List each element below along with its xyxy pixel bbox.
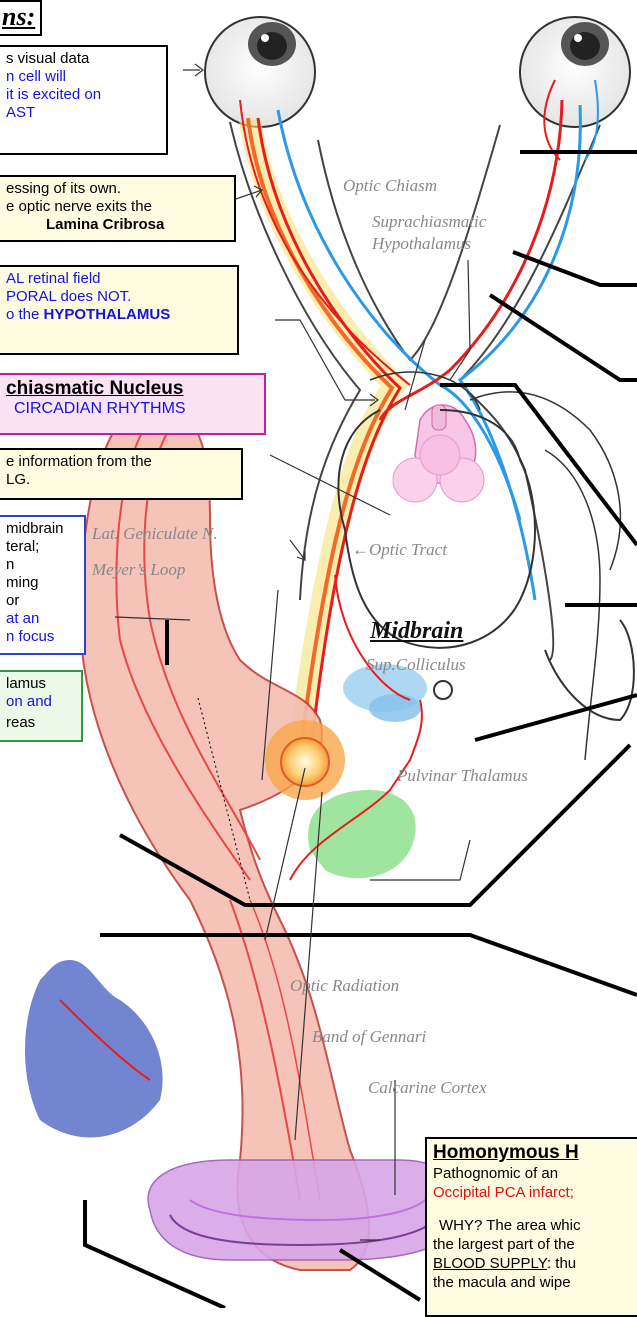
box1-line1: s visual data — [6, 50, 160, 68]
box6-line7: n focus — [6, 628, 78, 646]
label-sup-colliculus: Sup.Colliculus — [366, 655, 466, 675]
label-optic-chiasm: Optic Chiasm — [343, 176, 437, 196]
hh-line2: Occipital PCA infarct; — [433, 1183, 637, 1202]
box5-line1: e information from the — [6, 453, 235, 471]
info-box-suprachiasmatic-nucleus: chiasmatic Nucleus CIRCADIAN RHYTHMS — [0, 373, 266, 435]
label-calcarine-cortex: Calcarine Cortex — [368, 1078, 487, 1098]
box5-line2: LG. — [6, 471, 235, 489]
info-box-lgn: e information from the LG. — [0, 448, 243, 500]
box7-line2: on and — [6, 693, 75, 711]
info-box-midbrain: midbrain teral; n ming or at an n focus — [0, 515, 86, 655]
box6-line4: ming — [6, 574, 78, 592]
label-midbrain: Midbrain — [370, 618, 463, 645]
hh-line6: the macula and wipe — [433, 1273, 637, 1292]
hh-line4: the largest part of the — [433, 1235, 637, 1254]
box1-line3: it is excited on — [6, 86, 160, 104]
box2-line2: e optic nerve exits the — [6, 198, 228, 216]
box3-line2: PORAL does NOT. — [6, 288, 231, 306]
label-hypothalamus: Hypothalamus — [372, 234, 471, 254]
info-box-hypothalamus: AL retinal field PORAL does NOT. o the H… — [0, 265, 239, 355]
box1-line2: n cell will — [6, 68, 160, 86]
box6-line5: or — [6, 592, 78, 610]
box3-line3: o the HYPOTHALAMUS — [6, 306, 231, 324]
info-box-pulvinar: lamus on and reas — [0, 670, 83, 742]
label-optic-radiation: Optic Radiation — [290, 976, 399, 996]
info-box-homonymous: Homonymous H Pathognomic of an Occipital… — [425, 1137, 637, 1317]
box7-line3: reas — [6, 714, 75, 732]
hh-title: Homonymous H — [433, 1142, 637, 1164]
info-box-lamina-cribrosa: essing of its own. e optic nerve exits t… — [0, 175, 236, 242]
label-suprachiasmatic: Suprachiasmatic — [372, 212, 486, 232]
right-optic-nerve-outline — [460, 125, 600, 660]
occipital-calcarine-cortex — [148, 1160, 462, 1260]
box2-line3: Lamina Cribrosa — [6, 216, 228, 234]
page-heading: ns: — [0, 0, 42, 36]
label-lat-geniculate: Lat. Geniculate N. — [92, 524, 218, 544]
box1-line4: AST — [6, 104, 160, 122]
pulvinar-thalamus — [308, 790, 416, 878]
box7-line1: lamus — [6, 675, 75, 693]
hh-line3: WHY? The area whic — [433, 1216, 637, 1235]
info-box-retinal-data: s visual data n cell will it is excited … — [0, 45, 168, 155]
hh-line5: BLOOD SUPPLY: thu — [433, 1254, 637, 1273]
box6-line6: at an — [6, 610, 78, 628]
box4-title: chiasmatic Nucleus — [6, 378, 258, 400]
label-pulvinar-thalamus: Pulvinar Thalamus — [397, 766, 528, 786]
box6-line1: midbrain — [6, 520, 78, 538]
cerebellar-blue-lobe — [25, 960, 163, 1137]
hh-line1: Pathognomic of an — [433, 1164, 637, 1183]
box2-line1: essing of its own. — [6, 180, 228, 198]
label-optic-tract: ←Optic Tract — [352, 540, 447, 560]
box4-line2: CIRCADIAN RHYTHMS — [6, 400, 258, 418]
label-band-of-gennari: Band of Gennari — [312, 1027, 426, 1047]
right-eyeball — [520, 17, 630, 127]
left-eyeball — [205, 17, 315, 127]
box3-line1: AL retinal field — [6, 270, 231, 288]
box6-line3: n — [6, 556, 78, 574]
label-meyers-loop: Meyer’s Loop — [92, 560, 185, 580]
lateral-geniculate-nucleus — [265, 720, 345, 800]
box6-line2: teral; — [6, 538, 78, 556]
hypothalamus-nuclei — [393, 405, 484, 502]
